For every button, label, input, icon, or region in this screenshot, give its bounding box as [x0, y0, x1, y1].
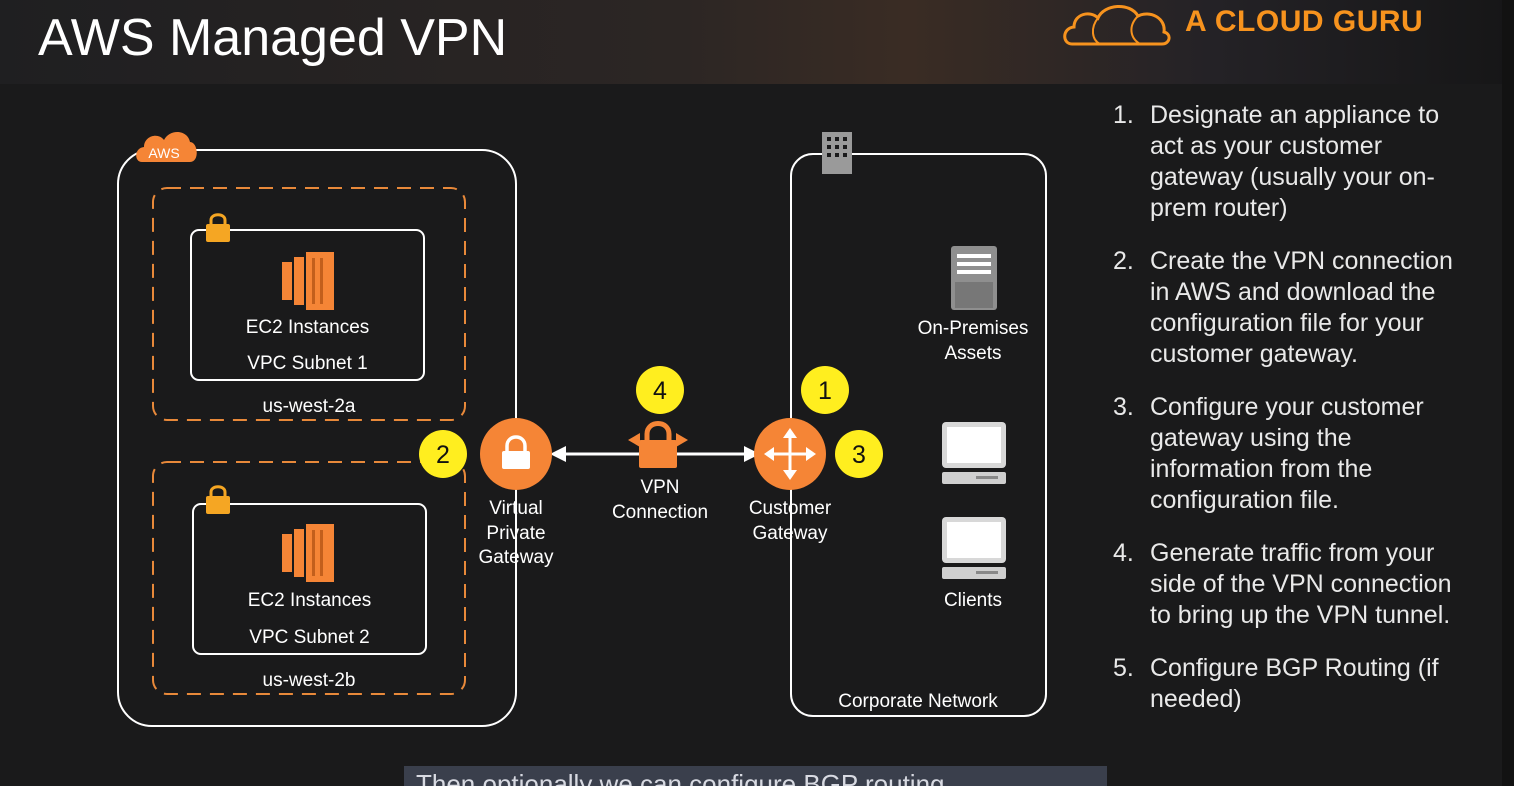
customer-gateway-label-line2: Gateway	[752, 523, 828, 544]
step-number: 5.	[1113, 654, 1134, 682]
vpc-subnet-2-label: VPC Subnet 2	[249, 627, 370, 648]
step-marker-4-label: 4	[653, 377, 667, 405]
brand-name: A CLOUD GURU	[1185, 5, 1424, 38]
az-label-a: us-west-2a	[262, 396, 356, 417]
client-computer-icon	[942, 517, 1006, 579]
ec2-icon	[282, 524, 334, 582]
virtual-private-gateway-icon	[480, 418, 552, 490]
slide-header: AWS Managed VPN A CLOUD GURU	[0, 0, 1514, 84]
virtual-private-gateway-label-line1: Virtual	[489, 498, 543, 519]
step-text: Configure your customer gateway using th…	[1150, 393, 1424, 514]
step-number: 3.	[1113, 393, 1134, 421]
clients-label: Clients	[943, 590, 1003, 611]
step-marker-2: 2	[419, 430, 467, 478]
customer-gateway-label-line1: Customer	[748, 498, 832, 519]
lock-icon	[206, 213, 230, 242]
ec2-instances-label-2: EC2 Instances	[247, 590, 372, 611]
az-boundary-b	[152, 461, 466, 695]
virtual-private-gateway-label-line2: Private	[486, 523, 546, 544]
step-marker-1: 1	[801, 366, 849, 414]
slide-title: AWS Managed VPN	[38, 9, 508, 67]
vpn-lock-icon	[628, 421, 688, 468]
on-premises-label-line1: On-Premises	[917, 318, 1029, 339]
ec2-icon	[282, 252, 334, 310]
step-number: 2.	[1113, 247, 1134, 275]
lock-icon	[206, 485, 230, 514]
step-marker-4: 4	[636, 366, 684, 414]
server-icon	[951, 246, 997, 310]
building-icon	[822, 132, 852, 174]
step-text: Configure BGP Routing (if needed)	[1150, 654, 1439, 713]
virtual-private-gateway-label-line3: Gateway	[478, 547, 554, 568]
az-boundary-a	[152, 187, 466, 421]
step-item: 5. Configure BGP Routing (if needed)	[1106, 653, 1466, 715]
subnet-box-2	[192, 503, 427, 655]
corporate-network-label: Corporate Network	[838, 691, 998, 712]
ec2-instances-label-1: EC2 Instances	[245, 317, 370, 338]
setup-steps-list: 1. Designate an appliance to act as your …	[1106, 100, 1466, 737]
step-text: Create the VPN connection in AWS and dow…	[1150, 247, 1453, 368]
window-edge	[1502, 0, 1514, 786]
step-marker-1-label: 1	[818, 377, 832, 405]
step-marker-3-label: 3	[852, 441, 866, 469]
on-premises-label-line2: Assets	[944, 343, 1002, 364]
step-text: Generate traffic from your side of the V…	[1150, 539, 1452, 629]
step-text: Designate an appliance to act as your cu…	[1150, 101, 1440, 222]
slide-body: 1 2 3 4 AWS EC2 Instances VPC Subnet 1 u…	[10, 84, 1502, 786]
client-computer-icon	[942, 422, 1006, 484]
step-item: 1. Designate an appliance to act as your …	[1106, 100, 1466, 224]
vpn-connection-label-line2: Connection	[611, 502, 709, 523]
subnet-box-1	[190, 229, 425, 381]
az-label-b: us-west-2b	[262, 670, 356, 691]
step-marker-2-label: 2	[436, 441, 450, 469]
customer-gateway-router-icon	[754, 418, 826, 490]
step-item: 3. Configure your customer gateway using …	[1106, 392, 1466, 516]
cloud-guru-logo-icon	[1063, 5, 1171, 46]
step-item: 2. Create the VPN connection in AWS and d…	[1106, 246, 1466, 370]
vpn-connection-label-line1: VPN	[640, 477, 680, 498]
step-item: 4. Generate traffic from your side of the…	[1106, 538, 1466, 631]
video-caption: Then optionally we can configure BGP rou…	[404, 766, 1107, 786]
corporate-network-boundary	[790, 153, 1047, 717]
vpn-diagram: 1 2 3 4 AWS	[117, 131, 1047, 727]
step-number: 4.	[1113, 539, 1134, 567]
aws-badge-label: AWS	[148, 145, 179, 161]
vpc-subnet-1-label: VPC Subnet 1	[247, 353, 368, 374]
aws-badge-icon	[136, 131, 197, 162]
step-marker-3: 3	[835, 430, 883, 478]
step-number: 1.	[1113, 101, 1134, 129]
